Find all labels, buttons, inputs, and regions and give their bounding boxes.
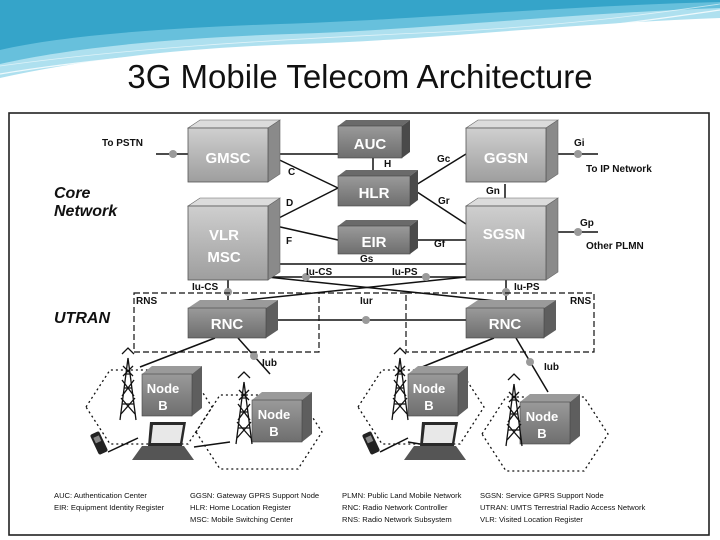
legend-eir: EIR: Equipment Identity Register [54, 503, 165, 512]
iub-label-right: Iub [544, 362, 559, 373]
node-b-2-label: Node [258, 407, 291, 422]
eir-box[interactable]: EIR [337, 220, 418, 255]
other-plmn-label: Other PLMN [586, 241, 644, 252]
node-b-4-label-b: B [537, 426, 546, 441]
node-b-1[interactable]: Node B [141, 366, 202, 417]
vlr-label: VLR [209, 227, 239, 244]
ggsn-label: GGSN [484, 150, 528, 167]
node-b-2[interactable]: Node B [251, 392, 312, 443]
legend-rnc: RNC: Radio Network Controller [342, 503, 448, 512]
legend-ggsn: GGSN: Gateway GPRS Support Node [190, 491, 319, 500]
phone-icon [90, 431, 380, 455]
legend: AUC: Authentication Center EIR: Equipmen… [54, 491, 645, 524]
c-label: C [288, 167, 295, 178]
gr-label: Gr [438, 196, 450, 207]
auc-label: AUC [354, 136, 387, 153]
gmsc-label: GMSC [206, 150, 251, 167]
gf-label: Gf [434, 239, 446, 250]
eir-label: EIR [361, 234, 386, 251]
legend-hlr: HLR: Home Location Register [190, 503, 291, 512]
node-b-3[interactable]: Node B [407, 366, 468, 417]
sgsn-label: SGSN [483, 226, 526, 243]
h-label: H [384, 159, 391, 170]
gc-label: Gc [437, 154, 451, 165]
hlr-label: HLR [359, 185, 390, 202]
gn-label: Gn [486, 186, 500, 197]
core-network-label: Core [54, 185, 91, 202]
gi-label: Gi [574, 138, 585, 149]
iu-cs-label-top: Iu-CS [306, 267, 332, 278]
vlr-msc-box[interactable]: VLR MSC [187, 197, 281, 281]
node-b-1-label-b: B [158, 398, 167, 413]
auc-box[interactable]: AUC [337, 120, 410, 159]
core-network-label-2: Network [54, 203, 118, 220]
node-b-3-label: Node [413, 381, 446, 396]
legend-sgsn: SGSN: Service GPRS Support Node [480, 491, 604, 500]
legend-vlr: VLR: Visited Location Register [480, 515, 583, 524]
iur-label: Iur [360, 296, 373, 307]
node-b-2-label-b: B [269, 424, 278, 439]
to-ip-network-label: To IP Network [586, 164, 652, 175]
legend-rns: RNS: Radio Network Subsystem [342, 515, 452, 524]
interface-labels: To PSTN Gi To IP Network Gc H C Gn D Gr … [102, 138, 652, 373]
gp-label: Gp [580, 218, 594, 229]
legend-plmn: PLMN: Public Land Mobile Network [342, 491, 462, 500]
rns-regions [133, 292, 595, 353]
utran-label: UTRAN [54, 310, 110, 327]
legend-auc: AUC: Authentication Center [54, 491, 147, 500]
node-b-4-label: Node [526, 409, 559, 424]
rns-label-right: RNS [570, 296, 591, 307]
rnc-left-box[interactable]: RNC [187, 300, 278, 339]
to-pstn-label: To PSTN [102, 138, 143, 149]
slide-title: 3G Mobile Telecom Architecture [127, 58, 593, 95]
ggsn-box[interactable]: GGSN [465, 119, 559, 183]
node-b-3-label-b: B [424, 398, 433, 413]
rnc-right-label: RNC [489, 316, 522, 333]
iu-cs-label: Iu-CS [192, 282, 218, 293]
d-label: D [286, 198, 293, 209]
gmsc-box[interactable]: GMSC [187, 119, 281, 183]
hlr-box[interactable]: HLR [337, 170, 418, 207]
rns-label-left: RNS [136, 296, 157, 307]
iub-label-left: Iub [262, 358, 277, 369]
radio-cells [85, 369, 609, 472]
node-b-1-label: Node [147, 381, 180, 396]
iu-ps-label-top: Iu-PS [392, 267, 418, 278]
legend-msc: MSC: Mobile Switching Center [190, 515, 293, 524]
rnc-right-box[interactable]: RNC [465, 300, 556, 339]
rnc-left-label: RNC [211, 316, 244, 333]
sgsn-box[interactable]: SGSN [465, 197, 559, 281]
laptop-icon [132, 422, 466, 460]
architecture-diagram: GMSC AUC HLR EIR GGSN VLR MSC SGSN [8, 112, 710, 536]
legend-utran: UTRAN: UMTS Terrestrial Radio Access Net… [480, 503, 645, 512]
gs-label: Gs [360, 254, 374, 265]
msc-label: MSC [207, 249, 241, 266]
interface-dots [169, 150, 582, 366]
iu-ps-label: Iu-PS [514, 282, 540, 293]
antenna-tower-icon [119, 347, 523, 447]
node-b-4[interactable]: Node B [519, 394, 580, 445]
slide-banner [0, 0, 720, 78]
f-label: F [286, 236, 292, 247]
